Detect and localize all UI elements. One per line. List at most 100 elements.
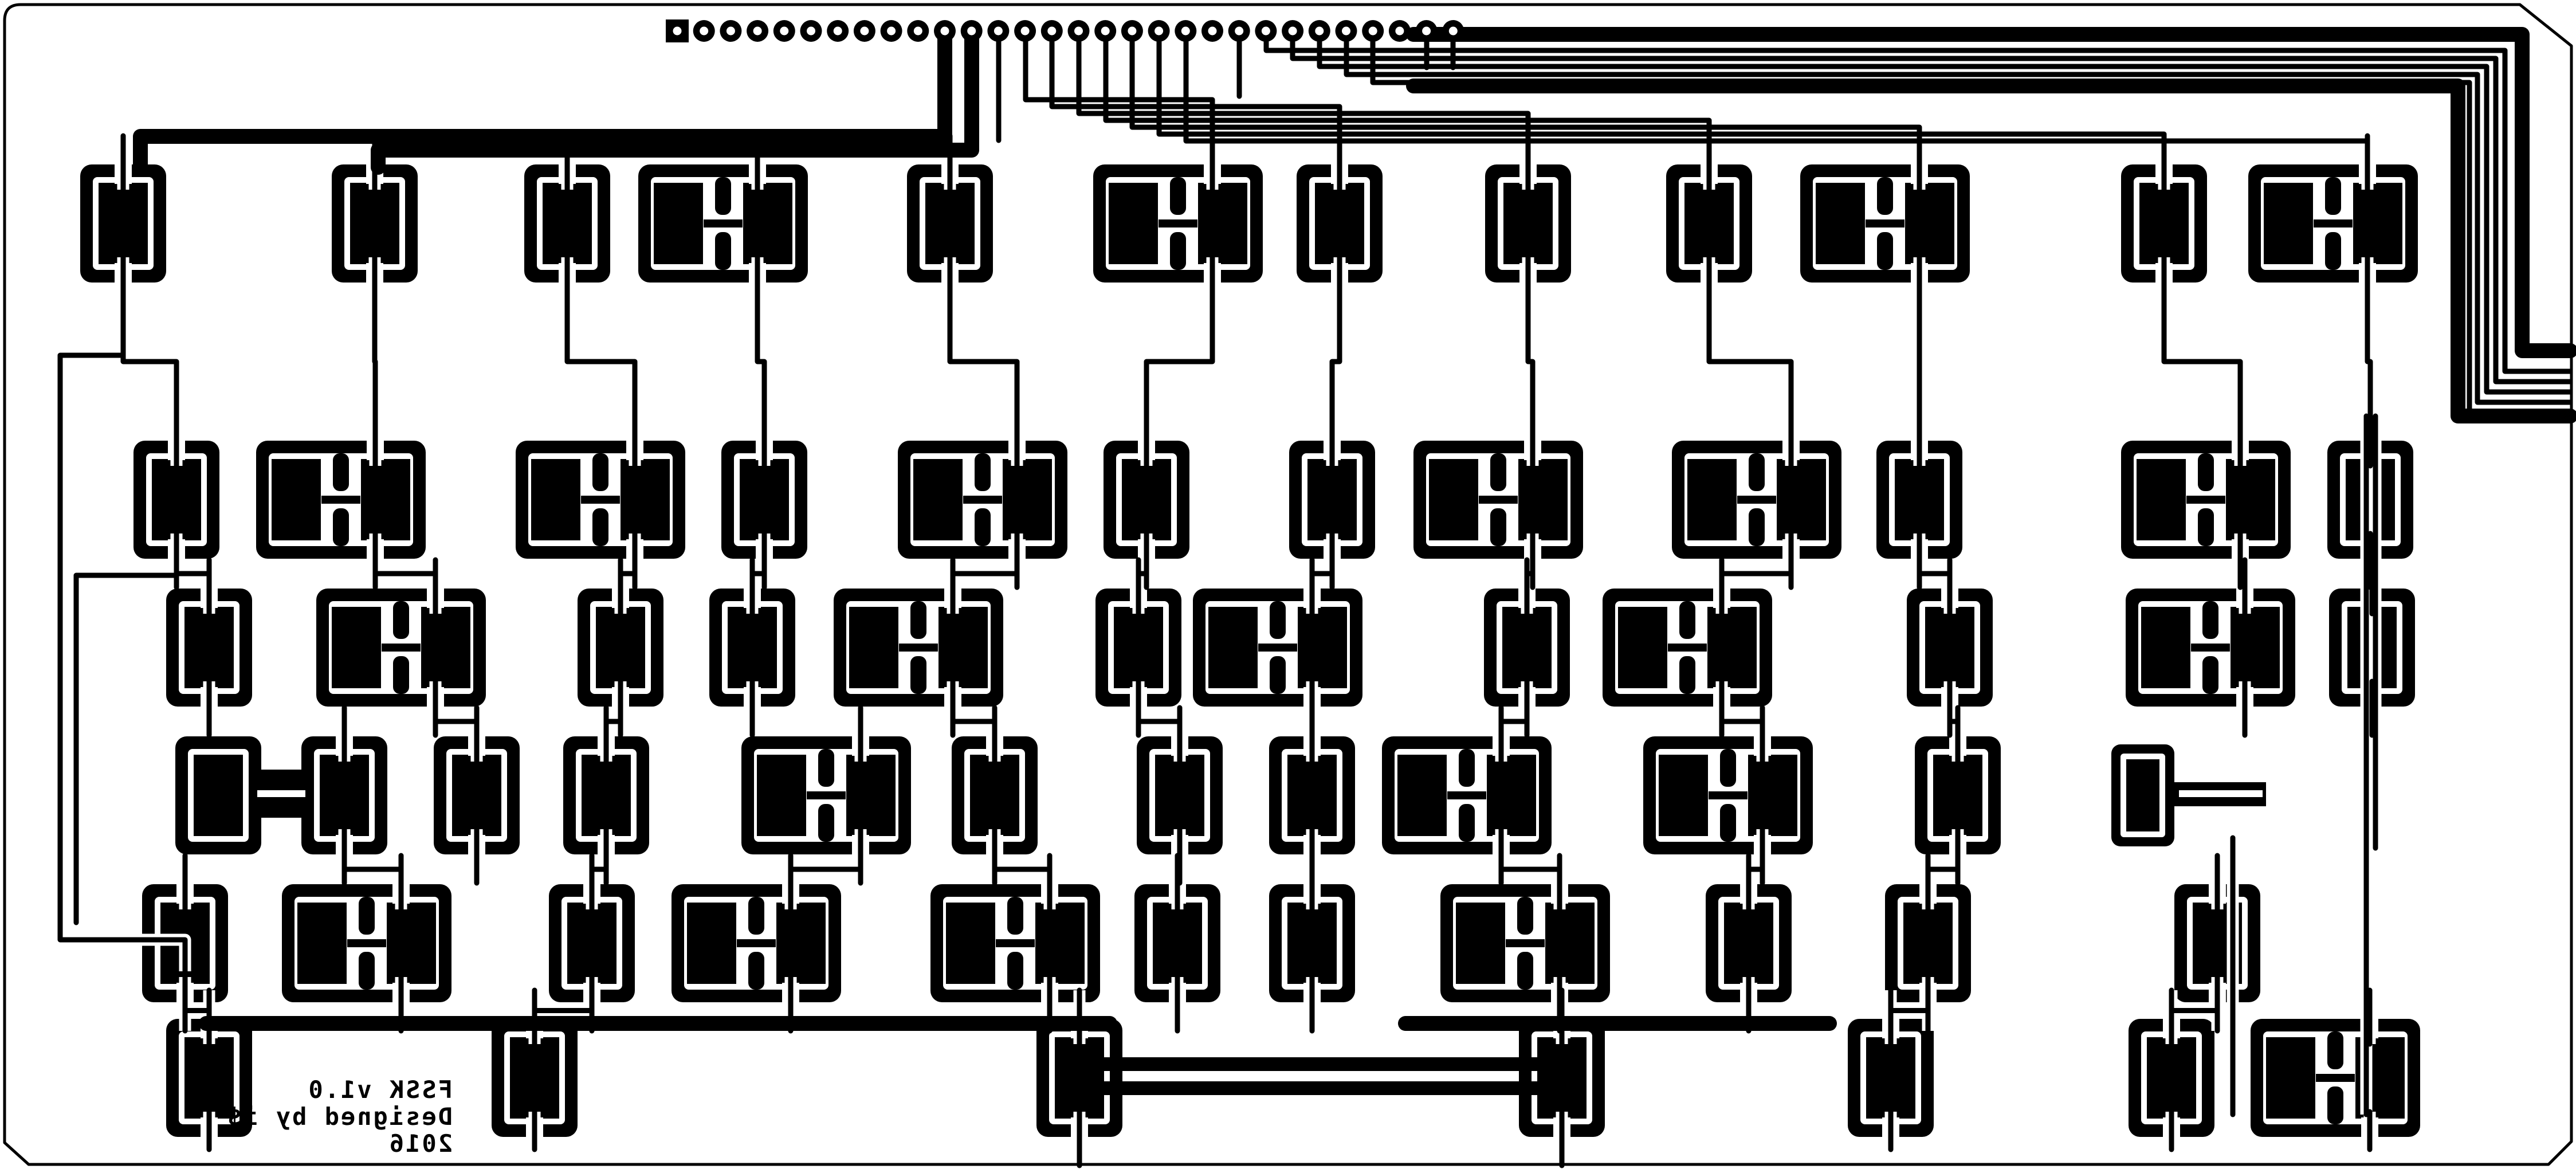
connector-pad: [1121, 20, 1143, 42]
drill-hole: [833, 26, 842, 36]
drill-hole: [913, 26, 922, 36]
bridge-stub: [2325, 177, 2341, 215]
switch-footprint: [1907, 584, 1993, 711]
silkscreen-line: FSSK v1.0: [307, 1076, 453, 1104]
connector-pad: [1175, 20, 1197, 42]
solder-pad: [946, 903, 995, 984]
trace: [70, 562, 183, 923]
drill-hole: [1074, 26, 1083, 36]
trace: [1156, 28, 2167, 143]
drill-hole: [887, 26, 896, 36]
solder-pad: [2141, 607, 2190, 688]
switch-footprint-double: [2248, 160, 2418, 287]
bridge-stub: [1459, 804, 1475, 842]
solder-pad: [1114, 607, 1163, 688]
solder-pad: [1933, 755, 1982, 836]
connector-pad: [1067, 20, 1090, 42]
solder-pad: [2266, 1037, 2315, 1119]
switch-footprint: [1289, 436, 1375, 563]
solder-pad: [1724, 903, 1773, 984]
connector-pad: [1282, 20, 1304, 42]
trace: [1344, 28, 2573, 405]
solder-pad: [1866, 1037, 1915, 1119]
trace: [1498, 859, 1562, 880]
drill-hole: [1422, 26, 1431, 36]
drill-hole: [1235, 26, 1244, 36]
trace: [2367, 563, 2375, 584]
drill-hole: [1155, 26, 1164, 36]
solder-pad: [582, 755, 631, 836]
drill-hole: [1448, 26, 1458, 36]
bridge-stub: [1270, 601, 1286, 639]
drill-hole: [1020, 26, 1030, 36]
drill-hole: [994, 26, 1003, 36]
bridge-stub: [975, 453, 991, 491]
bridge-stub: [393, 601, 409, 639]
connector-pad: [747, 20, 769, 42]
solder-pad: [152, 459, 201, 540]
solder-pad: [654, 183, 703, 264]
solder-pad: [1155, 755, 1204, 836]
solder-pad: [596, 607, 645, 688]
solder-pad: [1397, 755, 1447, 836]
solder-pad: [1122, 459, 1171, 540]
silkscreen-line: Designed by i$: [226, 1103, 453, 1131]
trace: [1925, 859, 1961, 880]
bridge-stub: [1749, 453, 1765, 491]
drill-hole: [1315, 26, 1324, 36]
solder-pad: [184, 1037, 234, 1119]
solder-pad: [1208, 607, 1258, 688]
bridge-stub: [1720, 749, 1736, 787]
drill-hole: [1288, 26, 1297, 36]
bridge-bar: [2186, 496, 2225, 504]
solder-pad: [567, 903, 616, 984]
trace: [532, 994, 595, 1027]
bridge-stub: [2202, 656, 2218, 694]
connector-pad: [773, 20, 795, 42]
connector-pad: [1388, 20, 1411, 42]
bridge-stub: [2327, 1031, 2343, 1069]
trace: [1719, 563, 1794, 584]
bridge-stub: [1007, 952, 1023, 990]
connector-pad: [1148, 20, 1170, 42]
solder-pad: [1748, 755, 1797, 836]
switch-footprint: [907, 160, 993, 287]
connector-pad: [1308, 20, 1330, 42]
trace: [1329, 308, 1342, 415]
solder-pad: [320, 755, 369, 836]
drill-hole: [1047, 26, 1057, 36]
bridge-stub: [715, 232, 731, 270]
bridge-stub: [818, 804, 834, 842]
trace: [950, 563, 1020, 584]
bridge-stub: [1517, 897, 1533, 935]
connector-pad: [693, 20, 715, 42]
trace: [2237, 563, 2248, 584]
trace: [1917, 563, 1953, 584]
trace: [1888, 994, 1931, 1027]
bridge-bar: [963, 496, 1002, 504]
connector-pad: [907, 20, 929, 42]
solder-pad: [1153, 903, 1202, 984]
connector-pad: [827, 20, 849, 42]
spacebar-bridge: [1102, 1057, 1539, 1071]
solder-pad: [1429, 459, 1478, 540]
connector-pad: [1362, 20, 1384, 42]
solder-pad: [1777, 459, 1826, 540]
bridge-stub: [592, 508, 608, 546]
trace: [1290, 28, 2573, 385]
solder-pad: [543, 183, 592, 264]
connector-pad: [666, 19, 689, 42]
trace: [947, 308, 1020, 415]
bridge-stub: [2202, 601, 2218, 639]
thick-traces: [133, 27, 2576, 1031]
drill-hole: [940, 26, 949, 36]
silkscreen-line: 2016: [388, 1129, 453, 1158]
solder-pad: [1315, 183, 1364, 264]
drill-hole: [1395, 26, 1404, 36]
bridge-bar: [1668, 644, 1707, 652]
solder-pad: [1198, 183, 1247, 264]
spacebar-bridge: [1102, 1081, 1539, 1095]
connector-pad: [880, 20, 902, 42]
